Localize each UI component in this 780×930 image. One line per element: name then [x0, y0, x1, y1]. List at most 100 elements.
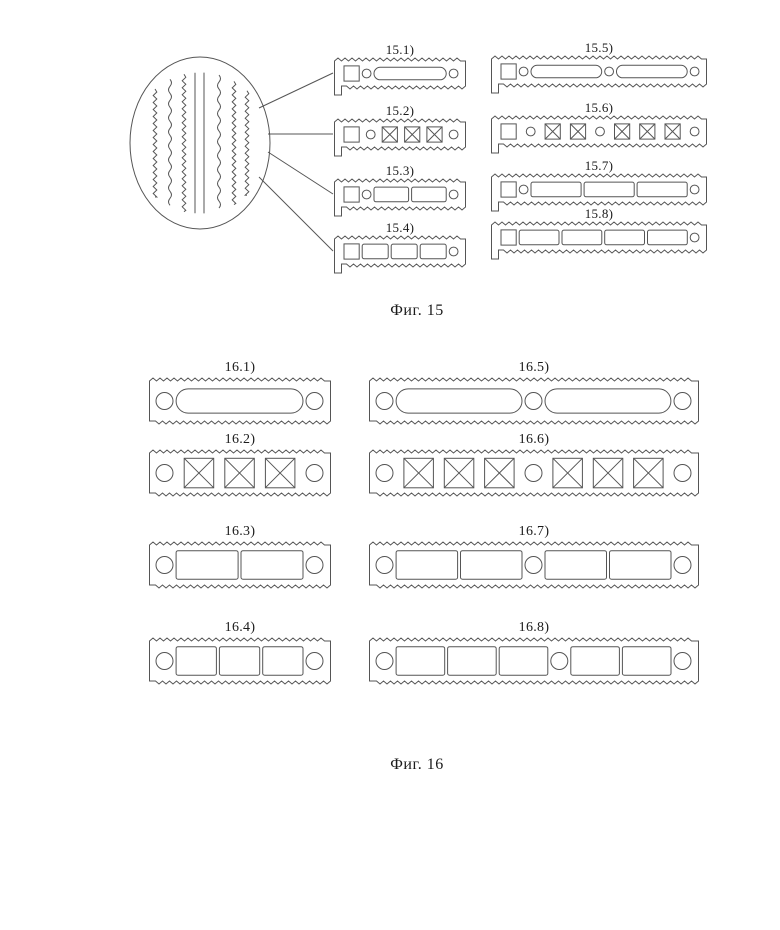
texture-zigzag-line — [152, 88, 159, 198]
hollow-cell — [175, 550, 239, 580]
round-channel-cutout — [525, 126, 536, 137]
profile-drawing — [369, 637, 699, 685]
x-brace-diagonal — [664, 123, 681, 140]
round-channel-cutout — [155, 652, 174, 670]
x-braced-cell — [484, 457, 515, 489]
round-channel-cutout — [448, 129, 459, 140]
round-channel-cutout — [595, 126, 605, 137]
profile-outline — [369, 637, 699, 685]
hollow-cell — [262, 646, 304, 676]
round-channel-cutout — [305, 556, 324, 574]
variant-label: 15.6) — [584, 100, 614, 115]
hollow-cell — [621, 646, 672, 676]
x-brace-diagonal — [404, 126, 421, 143]
round-channel-cutout — [361, 189, 372, 200]
fig15-caption: Фиг. 15 — [390, 302, 444, 319]
hollow-cell — [460, 550, 523, 580]
profile-variant-15.2: 15.2) — [333, 103, 467, 160]
square-cutout — [500, 123, 517, 140]
round-channel-cutout — [673, 464, 692, 482]
round-channel-cutout — [305, 464, 324, 482]
x-braced-cell — [544, 123, 561, 140]
profile-outline — [334, 118, 466, 157]
callout-connector-line — [267, 151, 334, 195]
profile-variant-15.3: 15.3) — [333, 163, 467, 220]
hollow-cell — [583, 181, 635, 198]
profile-variant-15.6: 15.6) — [490, 100, 708, 157]
texture-zigzag-line — [244, 90, 250, 196]
hollow-cell — [240, 550, 304, 580]
profile-outline — [334, 178, 466, 217]
x-braced-cell — [592, 457, 624, 489]
x-braced-cell — [664, 123, 681, 140]
round-channel-cutout — [448, 68, 459, 79]
profile-variant-15.1: 15.1) — [333, 42, 467, 99]
elongated-channel — [395, 388, 523, 414]
hollow-cell — [361, 243, 389, 260]
profile-outline — [369, 377, 699, 425]
round-channel-cutout — [689, 232, 700, 243]
profile-outline — [491, 221, 707, 260]
round-channel-cutout — [673, 652, 692, 670]
profile-drawing — [334, 235, 466, 274]
square-cutout — [343, 126, 360, 143]
square-cutout — [500, 63, 517, 80]
profile-drawing — [149, 449, 331, 497]
x-braced-cell — [381, 126, 398, 143]
variant-label: 15.4) — [385, 220, 415, 235]
round-channel-cutout — [689, 184, 700, 195]
texture-zigzag-line — [231, 81, 237, 206]
hollow-cell — [419, 243, 447, 260]
hollow-cell — [411, 186, 447, 203]
round-channel-cutout — [375, 556, 394, 574]
variant-label: 16.2) — [224, 432, 256, 447]
profile-variant-16.6: 16.6) — [368, 430, 700, 497]
variant-label: 16.4) — [224, 620, 256, 635]
x-brace-diagonal — [633, 457, 664, 489]
round-channel-cutout — [524, 556, 543, 574]
profile-outline — [149, 541, 331, 589]
texture-zigzag-line — [181, 74, 187, 213]
profile-drawing — [369, 377, 699, 425]
x-braced-cell — [403, 457, 434, 489]
profile-outline — [149, 449, 331, 497]
profile-outline — [491, 173, 707, 212]
hollow-cell — [647, 229, 688, 246]
round-channel-cutout — [155, 556, 174, 574]
profile-outline — [491, 115, 707, 154]
round-channel-cutout — [375, 464, 394, 482]
x-brace-diagonal — [443, 457, 475, 489]
x-brace-diagonal — [552, 457, 583, 489]
round-channel-cutout — [448, 189, 459, 200]
variant-label: 16.7) — [518, 524, 550, 539]
variant-label: 15.7) — [584, 158, 614, 173]
x-brace-diagonal — [224, 457, 255, 489]
profile-variant-16.4: 16.4) — [148, 618, 332, 685]
profile-drawing — [491, 115, 707, 154]
variant-label: 16.5) — [518, 360, 550, 375]
round-channel-cutout — [524, 392, 543, 410]
hollow-cell — [395, 646, 446, 676]
variant-label: 15.3) — [385, 163, 415, 178]
profile-variant-16.2: 16.2) — [148, 430, 332, 497]
profile-outline — [491, 55, 707, 94]
square-cutout — [343, 65, 360, 82]
hollow-cell — [373, 186, 410, 203]
round-channel-cutout — [305, 652, 324, 670]
round-channel-cutout — [518, 184, 529, 195]
elongated-channel — [616, 64, 688, 79]
callout-connector-line — [258, 72, 334, 109]
profile-drawing — [369, 449, 699, 497]
profile-variant-16.5: 16.5) — [368, 358, 700, 425]
hollow-cell — [570, 646, 620, 676]
x-braced-cell — [633, 457, 664, 489]
profile-variant-16.7: 16.7) — [368, 522, 700, 589]
square-cutout — [343, 243, 360, 260]
hollow-cell — [544, 550, 607, 580]
x-braced-cell — [639, 123, 656, 140]
round-channel-cutout — [361, 68, 372, 79]
profile-variant-15.5: 15.5) — [490, 40, 708, 97]
profile-drawing — [334, 118, 466, 157]
x-brace-diagonal — [403, 457, 434, 489]
x-brace-diagonal — [381, 126, 398, 143]
